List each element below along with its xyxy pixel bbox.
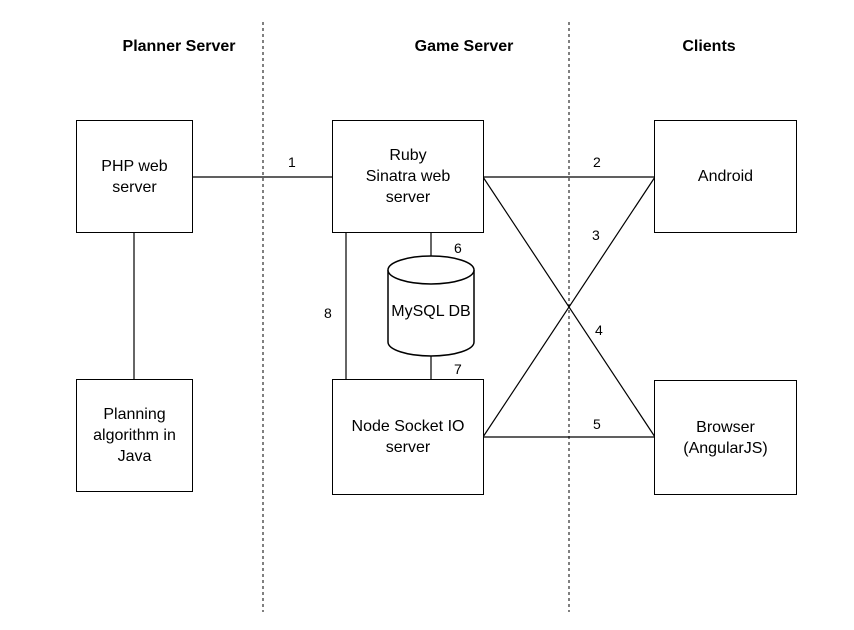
php-web-server-label-line-2: server xyxy=(112,178,157,196)
edge-label-1: 1 xyxy=(288,154,296,170)
edge-label-4: 4 xyxy=(595,322,603,338)
edge-label-8: 8 xyxy=(324,305,332,321)
edge-3 xyxy=(482,176,656,438)
edge-label-3: 3 xyxy=(592,227,600,243)
browser-label-line-1: Browser xyxy=(696,418,755,436)
edge-label-6: 6 xyxy=(454,240,462,256)
android-client-box: Android xyxy=(654,120,797,233)
android-label: Android xyxy=(697,168,754,185)
ruby-server-label-line-1: Ruby xyxy=(389,147,427,164)
node-socket-label-line-1: Node Socket IO xyxy=(351,418,465,435)
planning-algorithm-label-line-1: Planning xyxy=(103,406,166,423)
planning-algorithm-label-line-2: algorithm in xyxy=(93,427,176,444)
browser-client-box: Browser (AngularJS) xyxy=(654,380,797,495)
database-cylinder xyxy=(387,255,475,357)
php-web-server-label-line-1: PHP web xyxy=(101,157,168,175)
column-heading-clients: Clients xyxy=(682,38,736,55)
column-heading-planner: Planner Server xyxy=(122,38,236,55)
node-socket-label-line-2: server xyxy=(385,439,431,456)
mysql-db-label: MySQL DB xyxy=(391,303,471,320)
ruby-server-label-line-2: Sinatra web xyxy=(365,168,451,185)
edge-label-7: 7 xyxy=(454,361,462,377)
planning-algorithm-label-line-3: Java xyxy=(117,448,152,465)
ruby-server-label-line-3: server xyxy=(385,189,431,206)
ruby-sinatra-server-box: Ruby Sinatra web server xyxy=(332,120,484,233)
browser-label-line-2: (AngularJS) xyxy=(683,439,768,457)
edge-label-5: 5 xyxy=(593,416,601,432)
column-heading-game: Game Server xyxy=(414,38,514,55)
node-socket-io-server-box: Node Socket IO server xyxy=(332,379,484,495)
planning-algorithm-box: Planning algorithm in Java xyxy=(76,379,193,492)
edge-label-2: 2 xyxy=(593,154,601,170)
php-web-server-box: PHP web server xyxy=(76,120,193,233)
